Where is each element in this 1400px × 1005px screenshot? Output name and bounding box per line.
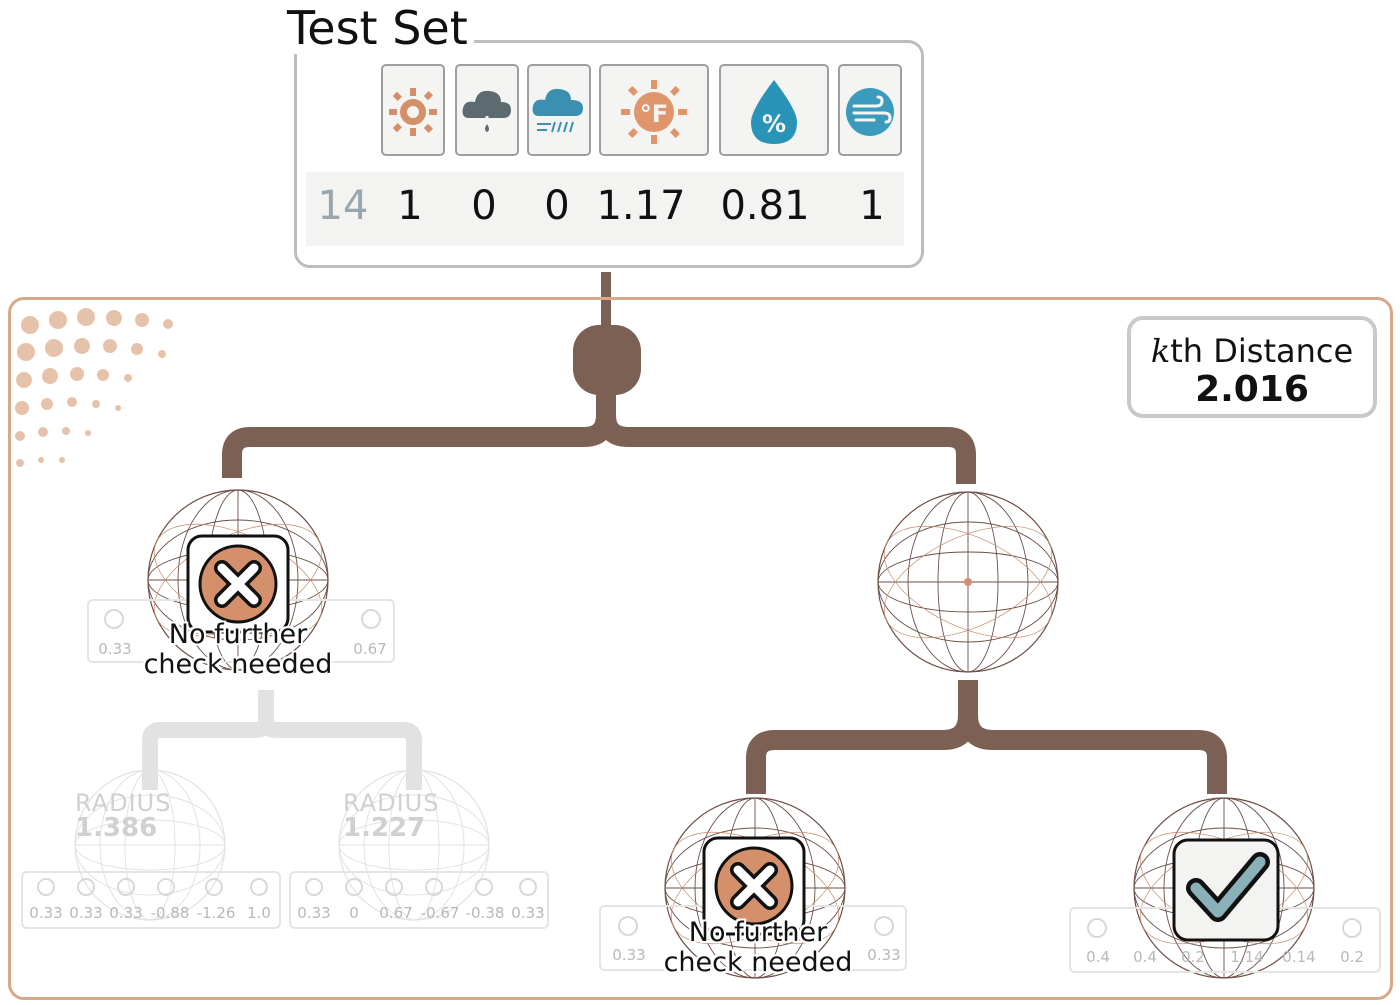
sun-tile: [381, 64, 445, 156]
sun-icon: [389, 88, 437, 136]
cloud-drizzle-tile: [455, 64, 519, 156]
value-cell: 1.17: [596, 183, 686, 229]
faded-value: 1.0: [247, 904, 271, 922]
cloud-wind-rain-tile: [527, 64, 591, 156]
kth-distance-label: kth Distance: [1131, 332, 1373, 370]
note-line: No further: [168, 619, 308, 650]
faded-value: 1.14: [1230, 948, 1264, 966]
faded-value: 0.33: [511, 904, 545, 922]
faded-value: 0.33: [867, 946, 901, 964]
dot-pattern-decoration: [15, 49, 359, 467]
radius-label: RADIUS: [75, 789, 172, 817]
test-set-title: Test Set: [287, 2, 474, 54]
faded-value: 0.33: [109, 904, 143, 922]
radius-value: 1.386: [75, 813, 158, 843]
right-child-b-check-badge: [1172, 838, 1280, 942]
faded-value: 0.4: [1086, 948, 1110, 966]
faded-value: 0.67: [379, 904, 413, 922]
value-cell: 1: [397, 183, 423, 229]
tree-branches: [222, 272, 1227, 794]
right-child-a-x-badge: [702, 836, 806, 936]
wind-tile: [838, 64, 902, 156]
value-cell: 0: [471, 183, 497, 229]
kth-label-rest: th Distance: [1170, 332, 1354, 370]
faded-value: -1.26: [196, 904, 236, 922]
cloud-wind-rain-icon: [532, 88, 583, 133]
sun-fahrenheit-tile: °F: [599, 64, 709, 156]
sun-fahrenheit-icon: °F: [621, 80, 687, 144]
faded-value: 0.33: [612, 946, 646, 964]
radius-label: RADIUS: [343, 789, 440, 817]
value-cell: 0.81: [720, 183, 810, 229]
svg-text:°F: °F: [640, 100, 668, 128]
faded-value: 0.67: [353, 640, 387, 658]
faded-value: 0.2: [1340, 948, 1364, 966]
right-child-a-note: No further check needed: [628, 918, 888, 978]
faded-value: 0.2: [1181, 948, 1205, 966]
kth-distance-box: kth Distance 2.016: [1127, 316, 1377, 418]
left-node-note: No further check needed: [108, 620, 368, 680]
left-x-badge: [186, 534, 290, 634]
search-region-frame: [8, 297, 1393, 1000]
radius-value: 1.227: [343, 813, 426, 843]
wind-icon: [846, 88, 894, 136]
faded-value: -0.67: [420, 904, 460, 922]
note-line: No further: [688, 917, 828, 948]
faded-mini-icons: [37, 609, 1362, 938]
note-line: check needed: [663, 947, 853, 978]
humidity-tile: %: [719, 64, 829, 156]
kth-k: k: [1150, 332, 1171, 370]
value-cell: 1: [859, 183, 885, 229]
faded-left-subtree: [74, 690, 490, 921]
faded-value: -0.38: [465, 904, 505, 922]
test-set-values-row: [306, 172, 904, 246]
faded-value: 0.33: [98, 640, 132, 658]
faded-value: 0.33: [297, 904, 331, 922]
kth-distance-value: 2.016: [1195, 369, 1309, 410]
faded-value: 0.33: [69, 904, 103, 922]
svg-text:%: %: [762, 110, 786, 138]
faded-value: 0.14: [1282, 948, 1316, 966]
faded-value: -0.88: [150, 904, 190, 922]
cloud-drizzle-icon: [462, 90, 511, 132]
humidity-drop-icon: %: [751, 80, 797, 144]
right-node-center: [964, 578, 972, 586]
test-set-index: 14: [317, 183, 369, 229]
faded-value: 0.4: [1133, 948, 1157, 966]
note-line: check needed: [143, 649, 333, 680]
faded-value: 0.33: [29, 904, 63, 922]
faded-value: 0: [349, 904, 359, 922]
value-cell: 0: [544, 183, 570, 229]
